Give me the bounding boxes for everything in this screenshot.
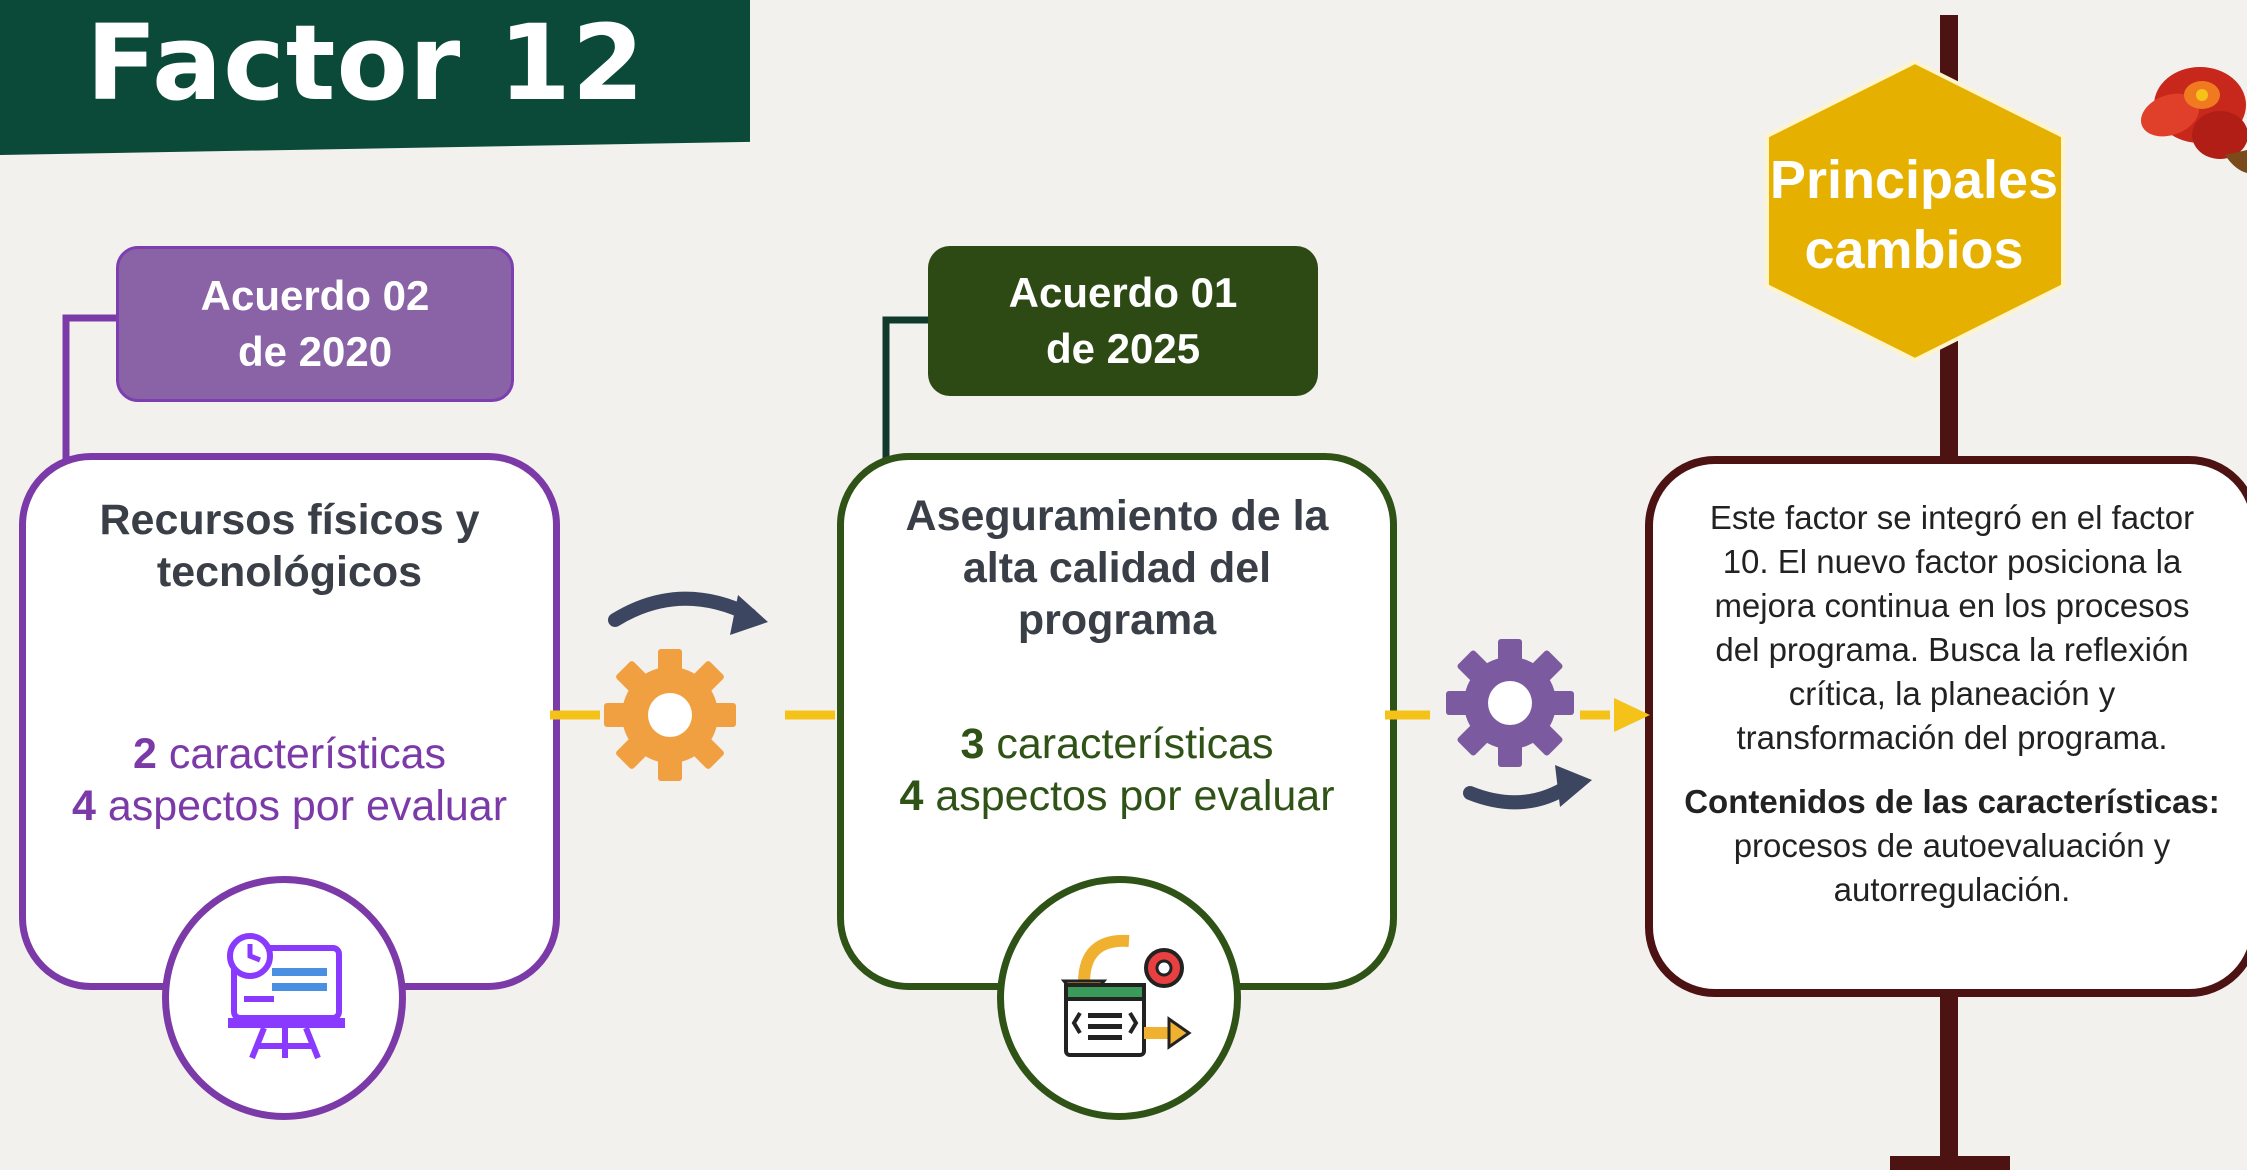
characteristics-count: 3 características <box>960 720 1274 768</box>
flow-connectors <box>550 698 1650 732</box>
characteristics-count: 2 características <box>132 730 447 778</box>
acuerdo-2020-stats: 2 características 4 aspectos por evaluar <box>26 728 553 832</box>
page-title: Factor 12 <box>86 2 646 124</box>
orange-gear-icon <box>604 591 768 781</box>
acuerdo-2025-tab: Acuerdo 01 de 2025 <box>928 246 1318 396</box>
purple-gear-icon <box>1446 639 1592 810</box>
computer-presentation-icon <box>227 933 345 1060</box>
acuerdo-2025-icon-circle <box>997 876 1241 1120</box>
acuerdo-2020-tab: Acuerdo 02 de 2020 <box>116 246 514 402</box>
tab1-connector <box>62 314 120 462</box>
changes-description: Este factor se integró en el factor 10. … <box>1650 496 2247 912</box>
code-process-icon <box>1060 934 1192 1057</box>
contents-label: Contenidos de las características: <box>1684 783 2220 820</box>
flower-icon <box>2140 67 2247 173</box>
hexagon-label: Principales cambios <box>1769 150 2059 280</box>
aspects-count: 4 aspectos por evaluar <box>899 772 1335 820</box>
aspects-count: 4 aspectos por evaluar <box>71 782 508 830</box>
acuerdo-2025-title: Aseguramiento de la alta calidad del pro… <box>905 492 1329 644</box>
principales-cambios-card <box>1645 456 2247 997</box>
acuerdo-2025-stats: 3 características 4 aspectos por evaluar <box>844 718 1390 822</box>
principales-cambios-hexagon <box>1765 59 2065 363</box>
acuerdo-2020-title: Recursos físicos y tecnológicos <box>99 496 480 596</box>
acuerdo-2020-icon-circle <box>162 876 406 1120</box>
tab2-connector <box>882 316 932 464</box>
